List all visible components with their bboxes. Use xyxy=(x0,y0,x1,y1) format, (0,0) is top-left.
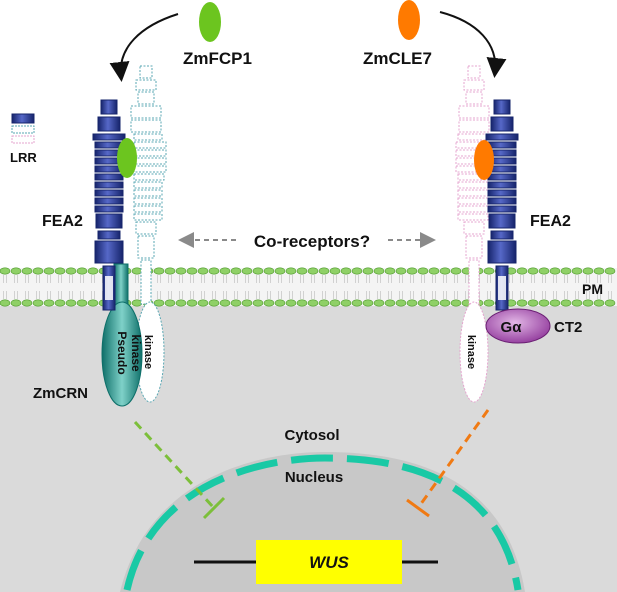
zmfcp1-ligand-top xyxy=(199,2,221,42)
coreceptors-label: Co-receptors? xyxy=(254,232,370,251)
pseudo-label-line1: Pseudo xyxy=(115,331,129,374)
zmcle7-ligand-bound xyxy=(474,140,494,180)
galpha-inhibition-line xyxy=(406,409,490,518)
left-kinase-label: kinase xyxy=(142,335,154,369)
zmfcp1-binding-arrow xyxy=(109,13,179,82)
galpha-protein xyxy=(485,308,551,344)
left-fea2-label: FEA2 xyxy=(42,213,83,230)
right-fea2-tm-highlight xyxy=(498,276,506,300)
right-coreceptor xyxy=(455,65,490,403)
zmcle7-binding-arrow xyxy=(439,11,507,78)
nuclear-envelope xyxy=(123,454,522,591)
zmcle7-ligand-top xyxy=(398,0,420,40)
zmcrn-inhibition-line xyxy=(133,420,226,520)
left-coreceptor xyxy=(130,65,167,403)
ct2-label: CT2 xyxy=(554,319,582,336)
left-fea2-tm-highlight xyxy=(105,276,113,300)
zmcle7-label: ZmCLE7 xyxy=(363,49,432,68)
zmfcp1-label: ZmFCP1 xyxy=(183,49,252,68)
wus-gene-box xyxy=(256,540,402,584)
right-kinase-label: kinase xyxy=(465,335,477,369)
zmcrn-label: ZmCRN xyxy=(33,385,88,402)
zmfcp1-ligand-bound xyxy=(117,138,137,178)
pseudo-label-line2: kinase xyxy=(129,334,143,372)
cytosol-label: Cytosol xyxy=(284,427,339,444)
zmcrn-pseudokinase xyxy=(101,263,143,407)
right-fea2-label: FEA2 xyxy=(530,213,571,230)
lrr-legend xyxy=(11,113,35,144)
nucleus-label: Nucleus xyxy=(285,469,343,486)
membrane-label: PM xyxy=(582,281,603,297)
lrr-legend-label: LRR xyxy=(10,150,37,165)
wus-label: WUS xyxy=(309,553,349,572)
nucleus xyxy=(120,452,525,592)
galpha-label: Gα xyxy=(501,319,523,336)
plasma-membrane xyxy=(0,267,617,307)
